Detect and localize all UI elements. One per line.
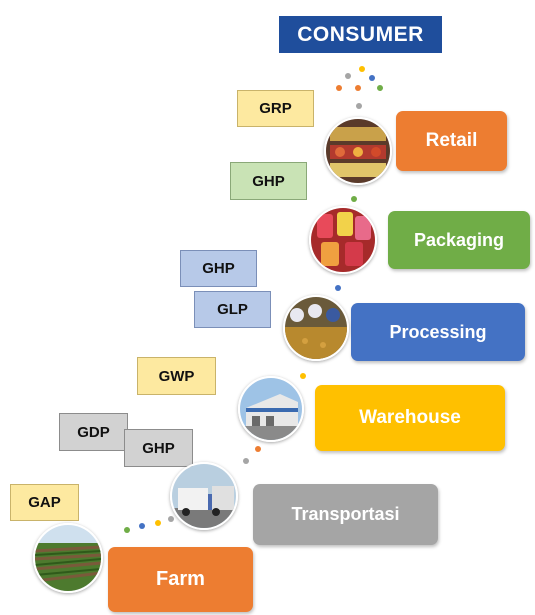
stage-retail: Retail xyxy=(396,111,507,171)
practice-gdp-tag: GDP xyxy=(59,413,128,451)
farm-photo xyxy=(33,523,103,593)
processing-photo xyxy=(283,295,349,361)
stage-packaging-label: Packaging xyxy=(413,229,505,250)
packaging-photo xyxy=(309,206,377,274)
warehouse-photo xyxy=(238,376,304,442)
stage-farm-label: Farm xyxy=(156,568,205,590)
practice-grp-tag: GRP xyxy=(237,90,314,127)
stage-transportasi-label: Transportasi xyxy=(291,504,400,524)
stage-warehouse: Warehouse xyxy=(315,385,505,451)
practice-ghp-tag-processing: GHP xyxy=(180,250,257,287)
stage-farm: Farm xyxy=(108,547,253,612)
practice-glp-tag: GLP xyxy=(194,291,271,328)
retail-photo xyxy=(324,117,392,185)
practice-ghp-tag-packaging: GHP xyxy=(230,162,307,200)
consumer-title: CONSUMER xyxy=(279,16,442,53)
stage-transportasi: Transportasi xyxy=(253,484,438,545)
practice-ghp-tag-transport: GHP xyxy=(124,429,193,467)
stage-processing: Processing xyxy=(351,303,525,361)
stage-warehouse-label: Warehouse xyxy=(359,407,461,428)
practice-gwp-tag: GWP xyxy=(137,357,216,395)
stage-processing-label: Processing xyxy=(389,321,487,342)
practice-gap-tag: GAP xyxy=(10,484,79,521)
stage-packaging: Packaging xyxy=(388,211,530,269)
transport-photo xyxy=(170,462,238,530)
stage-retail-label: Retail xyxy=(425,130,478,151)
